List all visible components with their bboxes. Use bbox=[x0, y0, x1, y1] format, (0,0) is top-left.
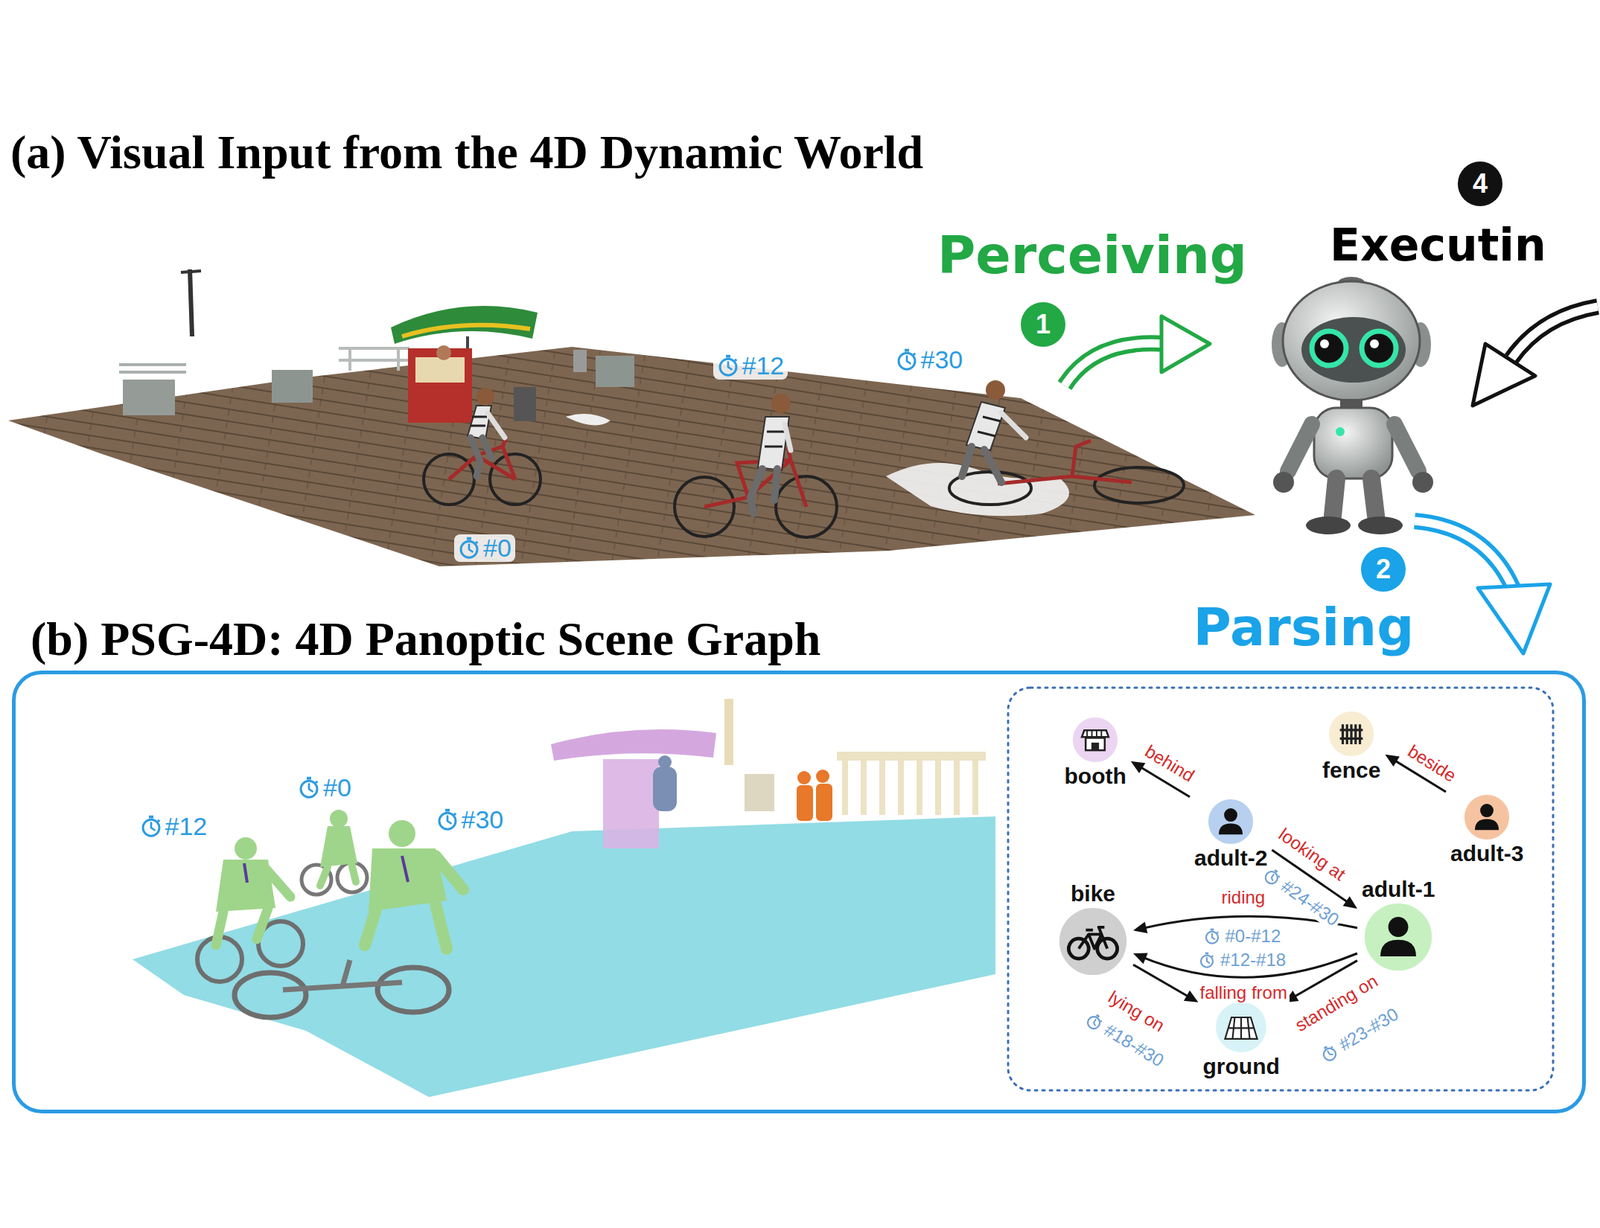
callout-number: 1 bbox=[1020, 302, 1066, 347]
stopwatch-icon bbox=[297, 776, 321, 799]
icon-circle bbox=[1327, 710, 1376, 758]
label-text: Parsing bbox=[1193, 597, 1415, 659]
timestamp-text: #30 bbox=[920, 346, 964, 374]
timestamp-text: #12 bbox=[165, 813, 208, 841]
label-box: 2 bbox=[1361, 547, 1406, 592]
arrow-head bbox=[1343, 896, 1358, 910]
timestamp-text: #0-#12 bbox=[1223, 926, 1284, 948]
timestamp-label: #0 bbox=[454, 534, 516, 563]
relation-label: beside bbox=[1401, 740, 1462, 788]
entity-icon bbox=[1362, 901, 1434, 974]
label-box: 4 bbox=[1457, 161, 1503, 207]
timestamp-label: #12 bbox=[713, 352, 789, 380]
timestamp-label: #12-#18 bbox=[1198, 950, 1289, 971]
entity-name: bike bbox=[1070, 881, 1116, 907]
icon-circle bbox=[1057, 906, 1129, 978]
icon-circle bbox=[1206, 798, 1255, 846]
stopwatch-icon bbox=[457, 536, 481, 560]
timestamp-label: #30 bbox=[891, 346, 968, 374]
graph-frame bbox=[1008, 687, 1554, 1091]
arrow-head bbox=[1183, 990, 1199, 1003]
arrow-head bbox=[1384, 754, 1400, 767]
entity-name: adult-3 bbox=[1450, 841, 1524, 866]
icon-circle bbox=[1463, 793, 1511, 842]
label-text: Executin bbox=[1329, 219, 1547, 272]
label-box: Executin bbox=[1329, 219, 1547, 272]
timestamp-label: #12 bbox=[139, 813, 208, 841]
parsing-arrow bbox=[1414, 521, 1551, 654]
entity-icon bbox=[1057, 906, 1129, 978]
timestamp-text: #12 bbox=[742, 352, 785, 380]
relation-label: looking at bbox=[1272, 822, 1351, 886]
arrow-head bbox=[1133, 921, 1148, 934]
stopwatch-icon bbox=[1203, 928, 1221, 945]
arrow-head bbox=[1130, 761, 1146, 774]
icon-circle bbox=[1071, 716, 1120, 764]
label-box: Perceiving bbox=[937, 225, 1248, 286]
entity-icon bbox=[1206, 798, 1255, 846]
executing-arrow bbox=[1472, 306, 1598, 406]
label-text: Perceiving bbox=[937, 225, 1248, 286]
entity-name: booth bbox=[1064, 763, 1127, 789]
timestamp-text: #0 bbox=[323, 774, 352, 802]
entity-node: adult-1 bbox=[1357, 872, 1440, 978]
timestamp-label: #30 bbox=[436, 806, 505, 834]
stopwatch-icon bbox=[895, 348, 919, 371]
label-box: 1 bbox=[1020, 302, 1066, 347]
arrow-head bbox=[1133, 953, 1149, 965]
relation-label: riding bbox=[1219, 887, 1268, 909]
entity-node: ground bbox=[1198, 996, 1285, 1084]
entity-name: ground bbox=[1203, 1054, 1280, 1079]
entity-icon bbox=[1463, 793, 1511, 842]
boardwalk-scene bbox=[8, 269, 1256, 567]
callout-number: 4 bbox=[1457, 161, 1503, 207]
callout-number: 2 bbox=[1361, 547, 1406, 592]
panel-heading: (b) PSG-4D: 4D Panoptic Scene Graph bbox=[30, 612, 821, 668]
entity-node: adult-3 bbox=[1445, 789, 1528, 871]
stopwatch-icon bbox=[139, 815, 163, 838]
timestamp-label: #0-#12 bbox=[1203, 926, 1284, 948]
stopwatch-icon bbox=[1198, 952, 1216, 969]
segmentation-scene bbox=[132, 699, 996, 1098]
icon-circle bbox=[1214, 1000, 1268, 1055]
stopwatch-icon bbox=[716, 354, 740, 377]
relation-arrow bbox=[1133, 964, 1199, 1003]
timestamp-text: #12-#18 bbox=[1218, 950, 1289, 971]
entity-name: adult-2 bbox=[1194, 845, 1268, 871]
relation-label: behind bbox=[1139, 740, 1200, 788]
panel-frame: (b) PSG-4D: 4D Panoptic Scene Graphbooth… bbox=[11, 670, 1586, 1114]
timestamp-text: #30 bbox=[461, 806, 505, 834]
entity-icon bbox=[1071, 716, 1120, 764]
entity-node: fence bbox=[1317, 705, 1385, 787]
entity-icon bbox=[1214, 1000, 1268, 1055]
icon-circle bbox=[1362, 901, 1434, 974]
entity-name: adult-1 bbox=[1361, 877, 1435, 902]
entity-node: bike bbox=[1052, 877, 1134, 983]
relation-line bbox=[1133, 964, 1191, 999]
robot-figure bbox=[1271, 276, 1434, 535]
entity-icon bbox=[1327, 710, 1376, 758]
label-text: (a) Visual Input from the 4D Dynamic Wor… bbox=[10, 125, 924, 181]
label-box: (a) Visual Input from the 4D Dynamic Wor… bbox=[10, 125, 924, 181]
label-box: Parsing bbox=[1193, 597, 1415, 659]
stopwatch-icon bbox=[436, 808, 459, 831]
timestamp-label: #0 bbox=[297, 774, 352, 802]
entity-node: adult-2 bbox=[1189, 793, 1272, 875]
entity-node: booth bbox=[1060, 711, 1131, 793]
relation-label: falling from bbox=[1197, 982, 1290, 1004]
timestamp-text: #0 bbox=[483, 534, 512, 563]
timestamp-text: #24-#30 bbox=[1275, 874, 1345, 933]
entity-name: fence bbox=[1322, 757, 1381, 783]
perceiving-arrow bbox=[1064, 316, 1210, 386]
